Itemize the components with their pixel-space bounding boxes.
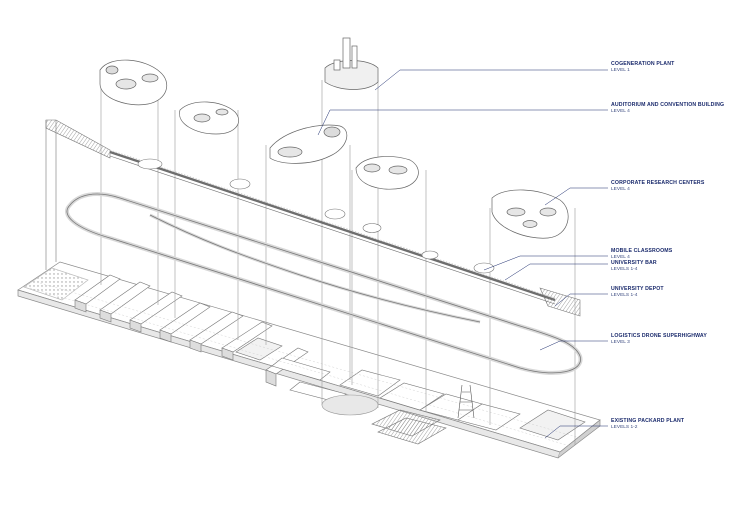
callout-bar-title: UNIVERSITY BAR	[611, 260, 657, 266]
callout-cogeneration-title: COGENERATION PLANT	[611, 61, 675, 67]
callout-drone-level: LEVEL 3	[611, 339, 630, 345]
callout-cogeneration-level: LEVEL 1	[611, 67, 630, 73]
callout-bar: UNIVERSITY BAR LEVELS 1-4	[611, 260, 657, 272]
callout-drone-title: LOGISTICS DRONE SUPERHIGHWAY	[611, 333, 707, 339]
callout-bar-level: LEVELS 1-4	[611, 266, 638, 272]
callout-depot: UNIVERSITY DEPOT LEVELS 1-4	[611, 286, 664, 298]
conveyor-pods	[137, 158, 495, 274]
callout-cogeneration: COGENERATION PLANT LEVEL 1	[611, 61, 675, 73]
drone-superhighway-loop	[65, 192, 583, 375]
callout-packard-title: EXISTING PACKARD PLANT	[611, 418, 685, 424]
callout-auditorium: AUDITORIUM AND CONVENTION BUILDING LEVEL…	[611, 102, 725, 114]
callout-research: CORPORATE RESEARCH CENTERS LEVEL 4	[611, 180, 705, 192]
ground-plate	[17, 261, 601, 459]
elevated-conveyor	[109, 149, 556, 305]
callout-classrooms-level: LEVEL 4	[611, 254, 630, 260]
callout-packard-level: LEVELS 1-2	[611, 424, 638, 430]
callout-classrooms: MOBILE CLASSROOMS LEVEL 4	[611, 248, 673, 260]
callout-packard: EXISTING PACKARD PLANT LEVELS 1-2	[611, 418, 685, 430]
callout-depot-level: LEVELS 1-4	[611, 292, 638, 298]
callout-auditorium-title: AUDITORIUM AND CONVENTION BUILDING	[611, 102, 725, 108]
vertical-cylinders	[100, 80, 576, 445]
callout-classrooms-title: MOBILE CLASSROOMS	[611, 248, 673, 254]
floating-pods	[99, 37, 569, 239]
callout-auditorium-level: LEVEL 4	[611, 108, 630, 114]
callout-research-level: LEVEL 4	[611, 186, 630, 192]
left-screen-wall	[45, 119, 111, 270]
packard-tower	[457, 384, 475, 419]
callout-depot-title: UNIVERSITY DEPOT	[611, 286, 664, 292]
callout-drone: LOGISTICS DRONE SUPERHIGHWAY LEVEL 3	[611, 333, 707, 345]
leader-lines	[317, 69, 608, 439]
callout-research-title: CORPORATE RESEARCH CENTERS	[611, 180, 705, 186]
packard-plant-buildings	[74, 274, 586, 445]
